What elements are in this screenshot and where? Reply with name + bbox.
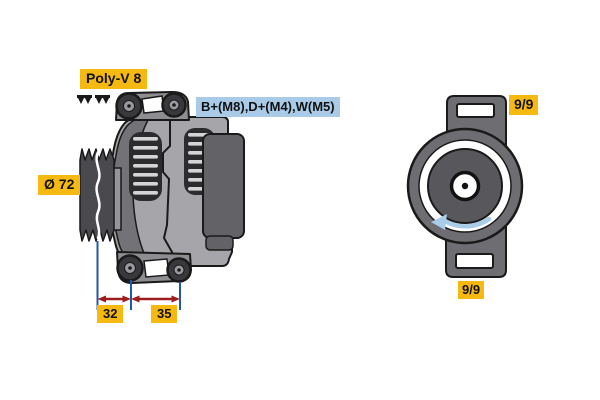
rear-housing-tab — [205, 235, 234, 251]
top-mount-eyelet-left — [115, 92, 143, 120]
pulley-break-line — [95, 150, 101, 240]
terminals-label: B+(M8),D+(M4),W(M5) — [196, 97, 340, 118]
rear-view — [406, 95, 524, 278]
rear-bottom-mount-slot — [455, 253, 494, 269]
mount-rating-bottom-label: 9/9 — [458, 281, 485, 300]
side-view — [77, 91, 245, 310]
dimension-lines — [96, 241, 181, 310]
top-bracket-window — [141, 95, 165, 114]
dimension-32-label: 32 — [97, 305, 124, 324]
bottom-mount-eyelet-right — [166, 257, 192, 283]
bottom-mount-eyelet-left — [116, 254, 144, 282]
bottom-mount-bracket — [116, 251, 192, 284]
shaft-center-dot — [461, 182, 469, 190]
belt-profile-icon — [77, 95, 110, 104]
bottom-bracket-window — [143, 258, 170, 278]
belt-type-label: Poly-V 8 — [80, 69, 148, 89]
rear-housing — [202, 133, 245, 239]
body-contour-line — [162, 117, 173, 266]
top-mount-eyelet-right — [161, 92, 187, 118]
pulley-diameter-label: Ø 72 — [38, 175, 81, 195]
mount-rating-top-label: 9/9 — [509, 95, 539, 115]
vent-slats-front — [129, 132, 162, 201]
top-mount-bracket — [115, 91, 190, 121]
rotation-arrow-icon — [431, 214, 492, 230]
rear-top-mount-slot — [456, 103, 495, 118]
dimension-35-label: 35 — [151, 305, 178, 324]
